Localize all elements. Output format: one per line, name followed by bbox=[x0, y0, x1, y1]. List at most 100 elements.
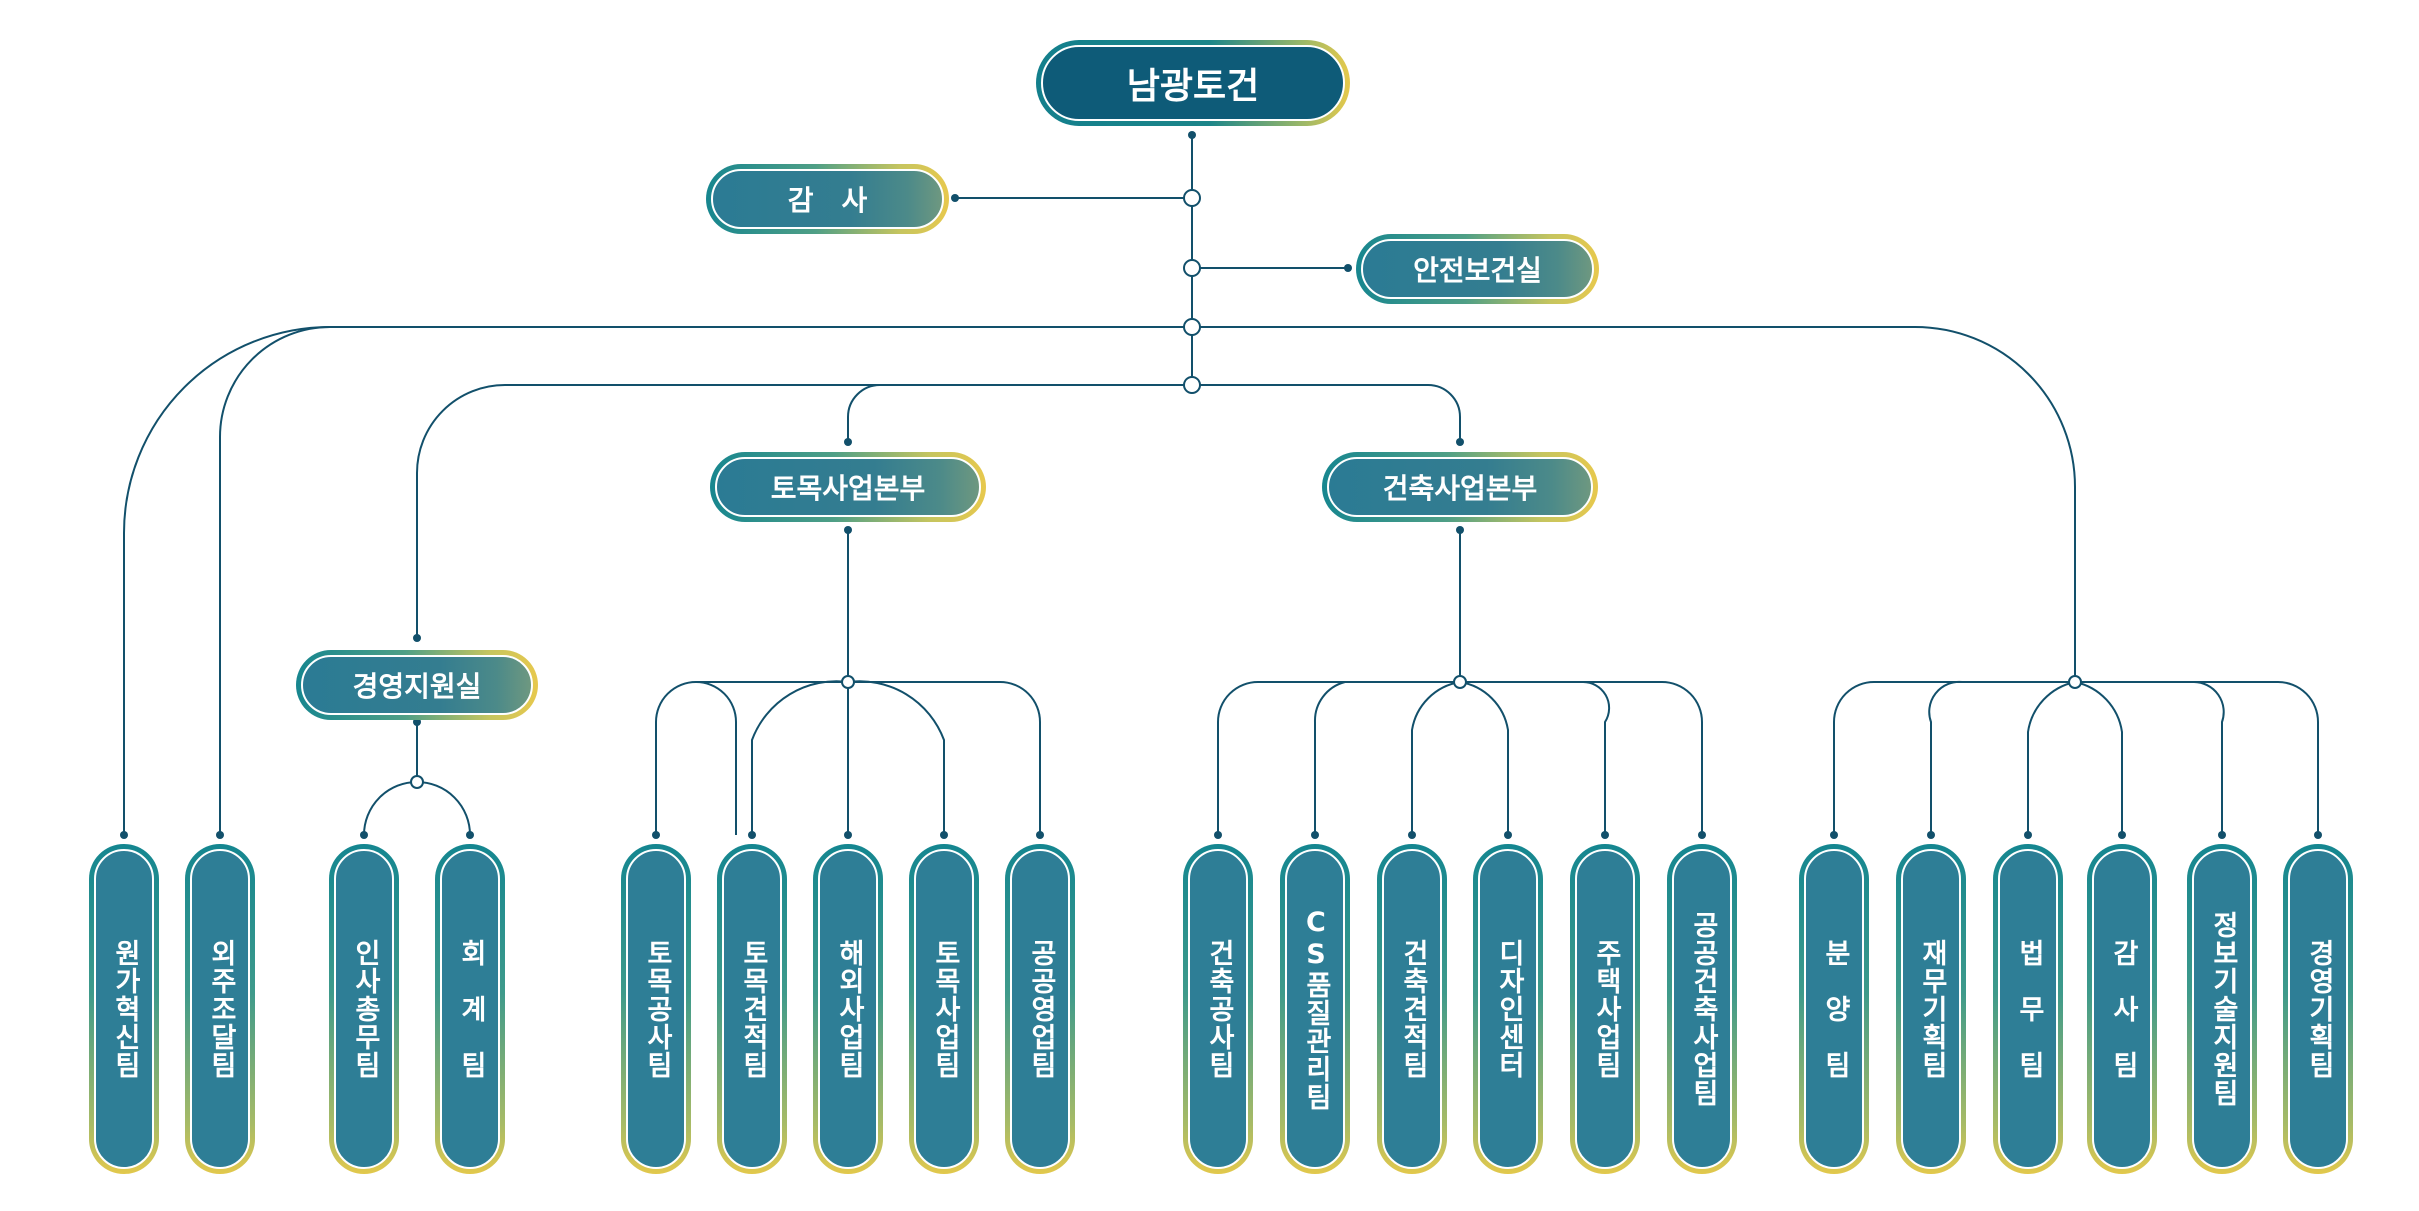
team-label: 분 양 팀 bbox=[1819, 939, 1851, 1079]
end-dot bbox=[1344, 264, 1352, 272]
team-label: 토목견적팀 bbox=[737, 939, 769, 1079]
junction-audit bbox=[1183, 189, 1201, 207]
team-node-civil-estimate: 토목견적팀 bbox=[717, 844, 787, 1174]
team-node-outsourcing: 외주조달팀 bbox=[185, 844, 255, 1174]
team-node-cost-innovation: 원가혁신팀 bbox=[89, 844, 159, 1174]
team-label: 회 계 팀 bbox=[455, 939, 487, 1079]
team-label: 원가혁신팀 bbox=[109, 939, 141, 1079]
end-dot bbox=[748, 831, 756, 839]
team-label: 토목사업팀 bbox=[929, 939, 961, 1079]
right-branch-6 bbox=[2075, 681, 2319, 835]
root-node: 남광토건 bbox=[1036, 40, 1350, 126]
right-branch-2 bbox=[1928, 680, 2075, 835]
civil-branch-2 bbox=[751, 680, 849, 835]
civil-branch-5 bbox=[695, 681, 848, 835]
end-dot bbox=[1311, 831, 1319, 839]
end-dot bbox=[1188, 131, 1196, 139]
end-dot bbox=[360, 831, 368, 839]
right-branch-1 bbox=[1833, 681, 2075, 835]
end-dot bbox=[216, 831, 224, 839]
civil-branch-1 bbox=[655, 681, 848, 835]
branch-line-right-group bbox=[1192, 326, 2076, 682]
civil-division-label: 토목사업본부 bbox=[770, 472, 926, 505]
branch-line-cost-innovation bbox=[123, 326, 1192, 835]
arch-branch-6 bbox=[1460, 681, 1703, 835]
right-branch-3 bbox=[2027, 681, 2076, 835]
branch-line-architecture bbox=[1192, 384, 1461, 442]
end-dot bbox=[1698, 831, 1706, 839]
junction-architecture bbox=[1453, 675, 1467, 689]
team-label: 해외사업팀 bbox=[833, 939, 865, 1079]
team-node-design-center: 디자인센터 bbox=[1473, 844, 1543, 1174]
team-label: 건축견적팀 bbox=[1397, 939, 1429, 1079]
team-label: 토목공사팀 bbox=[641, 939, 673, 1079]
end-dot bbox=[844, 526, 852, 534]
end-dot bbox=[2218, 831, 2226, 839]
end-dot bbox=[1504, 831, 1512, 839]
team-label: 공공건축사업팀 bbox=[1687, 911, 1719, 1107]
audit-label: 감 사 bbox=[787, 184, 868, 217]
civil-branch-4 bbox=[847, 680, 945, 835]
end-dot bbox=[1214, 831, 1222, 839]
arch-branch-1 bbox=[1217, 681, 1460, 835]
end-dot bbox=[652, 831, 660, 839]
team-label: 건축공사팀 bbox=[1203, 939, 1235, 1079]
branch-line-management bbox=[416, 384, 1192, 638]
end-dot bbox=[2314, 831, 2322, 839]
end-dot bbox=[1036, 831, 1044, 839]
team-label: CS품질관리팀 bbox=[1300, 907, 1332, 1111]
end-dot bbox=[1456, 526, 1464, 534]
audit-node: 감 사 bbox=[706, 164, 949, 234]
team-node-accounting: 회 계 팀 bbox=[435, 844, 505, 1174]
arch-branch-3 bbox=[1411, 681, 1461, 835]
end-dot bbox=[1408, 831, 1416, 839]
team-node-cs-quality: CS품질관리팀 bbox=[1280, 844, 1350, 1174]
end-dot bbox=[466, 831, 474, 839]
arch-branch-2 bbox=[1313, 681, 1460, 835]
management-arc bbox=[363, 781, 471, 836]
team-node-hr-general: 인사총무팀 bbox=[329, 844, 399, 1174]
team-label: 법 무 팀 bbox=[2013, 939, 2045, 1079]
team-node-mgmt-planning: 경영기획팀 bbox=[2283, 844, 2353, 1174]
team-node-overseas: 해외사업팀 bbox=[813, 844, 883, 1174]
end-dot bbox=[1601, 831, 1609, 839]
team-node-public-sales: 공공영업팀 bbox=[1005, 844, 1075, 1174]
team-node-finance-planning: 재무기획팀 bbox=[1896, 844, 1966, 1174]
team-label: 외주조달팀 bbox=[205, 939, 237, 1079]
right-branch-4 bbox=[2074, 681, 2123, 835]
junction-right-group bbox=[2068, 675, 2082, 689]
team-node-public-arch: 공공건축사업팀 bbox=[1667, 844, 1737, 1174]
junction-management bbox=[410, 775, 424, 789]
end-dot bbox=[844, 438, 852, 446]
team-label: 주택사업팀 bbox=[1590, 939, 1622, 1079]
junction-outer bbox=[1183, 318, 1201, 336]
management-division-label: 경영지원실 bbox=[352, 670, 482, 703]
team-label: 경영기획팀 bbox=[2303, 939, 2335, 1079]
team-node-civil-business: 토목사업팀 bbox=[909, 844, 979, 1174]
safety-node: 안전보건실 bbox=[1356, 234, 1599, 304]
end-dot bbox=[120, 831, 128, 839]
team-label: 감 사 팀 bbox=[2107, 939, 2139, 1079]
safety-label: 안전보건실 bbox=[1413, 254, 1542, 287]
team-node-housing: 주택사업팀 bbox=[1570, 844, 1640, 1174]
arch-branch-4 bbox=[1459, 681, 1509, 835]
team-node-audit-team: 감 사 팀 bbox=[2087, 844, 2157, 1174]
end-dot bbox=[1456, 438, 1464, 446]
architecture-division-node: 건축사업본부 bbox=[1322, 452, 1598, 522]
team-label: 디자인센터 bbox=[1493, 939, 1525, 1079]
team-node-sales: 분 양 팀 bbox=[1799, 844, 1869, 1174]
end-dot bbox=[1830, 831, 1838, 839]
end-dot bbox=[940, 831, 948, 839]
branch-line-civil bbox=[847, 384, 1192, 442]
end-dot bbox=[2024, 831, 2032, 839]
team-node-it-support: 정보기술지원팀 bbox=[2187, 844, 2257, 1174]
junction-inner bbox=[1183, 376, 1201, 394]
management-division-node: 경영지원실 bbox=[296, 650, 538, 720]
arch-branch-5 bbox=[1460, 680, 1611, 835]
team-label: 정보기술지원팀 bbox=[2207, 911, 2239, 1107]
team-label: 공공영업팀 bbox=[1025, 939, 1057, 1079]
branch-line-outsourcing bbox=[219, 326, 331, 835]
junction-safety bbox=[1183, 259, 1201, 277]
team-label: 재무기획팀 bbox=[1916, 939, 1948, 1079]
